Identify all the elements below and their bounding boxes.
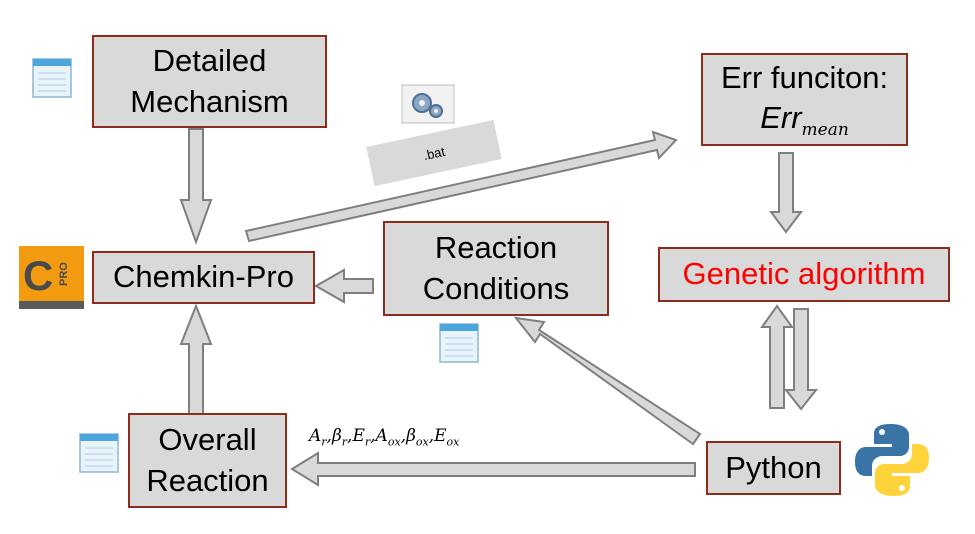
parameter-list: Ar,βr,Er,Aox,βox,Eox (309, 426, 459, 448)
parameter-term: βr (331, 426, 348, 449)
overall-reaction-box: Overall Reaction (128, 413, 287, 508)
bat-label-text: .bat (421, 143, 447, 163)
arrow-python-to-ga (760, 304, 794, 409)
chemkin-pro-label: Chemkin-Pro (113, 259, 294, 295)
parameter-term: Er (352, 426, 371, 449)
parameter-separator: , (326, 426, 332, 446)
arrow-err-to-ga (769, 152, 803, 234)
notepad-icon (439, 323, 479, 363)
overall-reaction-line2: Reaction (146, 462, 269, 498)
parameter-symbol: E (434, 426, 447, 446)
err-symbol: Err (760, 100, 802, 135)
arrow-overall-to-chemkin (179, 303, 213, 416)
parameter-separator: , (370, 426, 376, 446)
notepad-icon (79, 433, 119, 473)
parameter-subscript: r (321, 435, 327, 449)
overall-reaction-line1: Overall (158, 422, 257, 458)
parameter-subscript: ox (446, 435, 460, 449)
detailed-mechanism-line2: Mechanism (130, 83, 289, 119)
parameter-symbol: β (406, 426, 416, 446)
parameter-symbol: E (352, 426, 365, 446)
detailed-mechanism-line1: Detailed (152, 43, 267, 79)
parameter-term: Aox (375, 426, 401, 449)
parameter-term: Ar (309, 426, 327, 449)
parameter-subscript: ox (415, 435, 429, 449)
chemkin-logo-letter: C (23, 252, 53, 299)
parameter-term: Eox (434, 426, 460, 449)
arrow-python-to-conditions (513, 316, 702, 446)
parameter-separator: , (428, 426, 435, 446)
arrow-conditions-to-chemkin (313, 268, 374, 304)
arrow-mechanism-to-chemkin (179, 128, 213, 245)
parameter-separator: , (400, 426, 407, 446)
reaction-conditions-line2: Conditions (422, 270, 570, 306)
python-label: Python (725, 449, 822, 485)
genetic-algorithm-box: Genetic algorithm (658, 247, 950, 302)
err-mean-expression: Errmean (760, 98, 849, 141)
arrow-ga-to-python (783, 308, 819, 411)
chemkin-pro-logo: C PRO (19, 246, 84, 309)
arrow-chemkin-to-err (244, 130, 678, 243)
python-logo (855, 424, 929, 496)
gears-script-icon (401, 84, 455, 124)
parameter-symbol: A (375, 426, 388, 446)
parameter-term: βox (406, 426, 429, 449)
parameter-subscript: ox (387, 435, 401, 449)
chemkin-pro-box: Chemkin-Pro (92, 251, 315, 304)
parameter-symbol: β (331, 426, 342, 446)
genetic-algorithm-label: Genetic algorithm (682, 256, 926, 292)
err-function-title: Err funciton: (720, 59, 889, 95)
notepad-icon (32, 58, 72, 98)
detailed-mechanism-box: Detailed Mechanism (92, 35, 327, 128)
chemkin-logo-pro-text: PRO (58, 262, 70, 286)
parameter-separator: , (347, 426, 353, 446)
parameter-subscript: r (341, 435, 348, 449)
python-box: Python (706, 441, 841, 495)
reaction-conditions-line1: Reaction (434, 230, 558, 266)
err-function-box: Err funciton: Errmean (701, 53, 908, 146)
parameter-subscript: r (364, 435, 371, 449)
arrow-python-to-overall (290, 451, 696, 487)
reaction-conditions-box: Reaction Conditions (383, 221, 609, 316)
parameter-symbol: A (309, 426, 322, 446)
err-subscript: mean (801, 120, 849, 141)
